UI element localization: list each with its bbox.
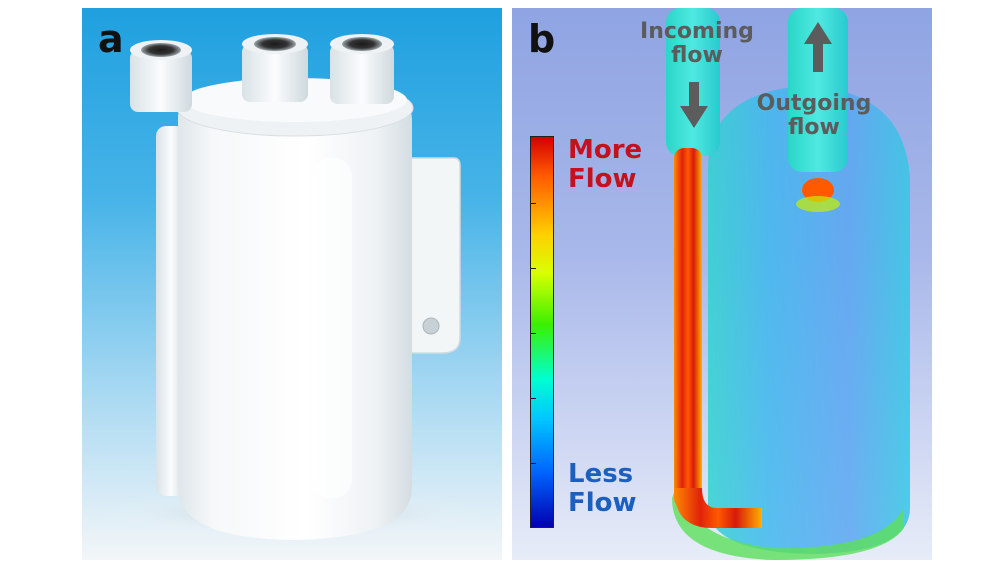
port-right bbox=[330, 34, 394, 104]
port-middle bbox=[242, 34, 308, 102]
bracket-hole bbox=[422, 317, 440, 335]
outlet-pipe bbox=[788, 8, 848, 172]
tank-body bbox=[708, 86, 910, 554]
mounting-bracket bbox=[401, 157, 461, 354]
outgoing-arrow bbox=[804, 22, 832, 72]
incoming-flow-label: Incoming flow bbox=[640, 19, 754, 69]
port-left bbox=[130, 40, 192, 112]
canister-body bbox=[178, 96, 412, 540]
legend-more-flow: More Flow bbox=[568, 135, 643, 194]
outlet-hotspot bbox=[802, 178, 834, 202]
outlet-hotspot-rim bbox=[796, 196, 840, 212]
panel-a-photo: a bbox=[82, 8, 502, 560]
panel-letter-b: b bbox=[528, 17, 556, 61]
flow-colorbar bbox=[530, 136, 554, 528]
tank-bottom-flow bbox=[672, 478, 904, 560]
colorbar-tick bbox=[530, 333, 536, 334]
body-highlight bbox=[312, 158, 352, 498]
flow-simulation-render bbox=[666, 8, 910, 560]
panel-b-simulation: b Incoming flow Outgoing flow More Flow … bbox=[512, 8, 932, 560]
legend-less-flow: Less Flow bbox=[568, 459, 637, 518]
panel-letter-a: a bbox=[98, 17, 124, 61]
colorbar-tick bbox=[530, 268, 536, 269]
outgoing-flow-label: Outgoing flow bbox=[756, 91, 872, 141]
incoming-arrow bbox=[680, 82, 708, 128]
colorbar-tick bbox=[530, 203, 536, 204]
colorbar-tick bbox=[530, 398, 536, 399]
inlet-pipe-hot bbox=[674, 148, 702, 508]
canister-photo bbox=[102, 34, 482, 540]
inlet-pipe-bend bbox=[674, 488, 762, 528]
colorbar-tick bbox=[530, 463, 536, 464]
